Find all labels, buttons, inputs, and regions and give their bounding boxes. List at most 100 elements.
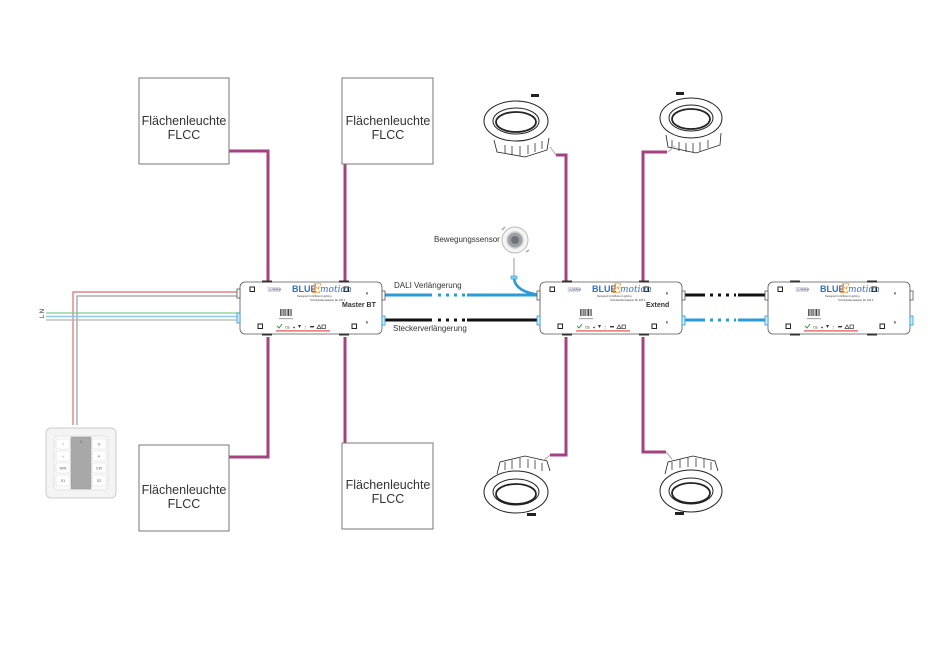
switch-button-s2[interactable] (91, 474, 107, 487)
downlight-clip (531, 94, 539, 97)
controller-name: Extend (646, 302, 669, 309)
panel-luminaire-label: Flächenleuchte (346, 114, 431, 128)
wire-mains-gray (76, 295, 240, 425)
emotion-e-logo: E (611, 282, 622, 297)
panel-luminaire-type: FLCC (168, 497, 201, 511)
downlight (483, 454, 551, 516)
emotion-e-logo: E (839, 282, 850, 297)
port-in-1 (764, 290, 769, 301)
downlight-reflector (495, 483, 537, 505)
panel-luminaire-label: Flächenleuchte (346, 478, 431, 492)
downlight (659, 92, 723, 154)
switch-button-on[interactable] (55, 438, 71, 450)
motion-logo: motion (848, 285, 880, 295)
panel-luminaire-type: FLCC (372, 128, 405, 142)
panel-luminaire: Flächenleuchte FLCC (138, 77, 230, 165)
switch-button-label: CW (96, 467, 103, 471)
panel-luminaire-box (341, 77, 434, 165)
controller-extend-2: LUXERNA BLUE E motion Designed for Effic… (764, 280, 914, 336)
downlight-cable (665, 451, 673, 460)
wire-downlight-bottom-2 (641, 337, 666, 454)
sensor-clips (501, 226, 530, 253)
sensor-lens-inner (511, 236, 519, 244)
switch-button-s1[interactable] (55, 474, 71, 487)
downlight-heatsink (664, 455, 719, 475)
downlight (483, 94, 557, 158)
switch-button-bright[interactable] (91, 450, 107, 462)
panel-luminaire-label: Flächenleuchte (142, 114, 227, 128)
port-mains (236, 288, 241, 299)
switch-button-label: WW (60, 467, 67, 471)
switch-button-off[interactable] (91, 438, 107, 450)
wire-mains-red (72, 291, 240, 425)
wire-flcc-bottom-right (343, 337, 352, 449)
plug-extension-label: Steckerverlängerung (393, 324, 467, 333)
downlight (659, 451, 723, 515)
switch-button-cw[interactable] (91, 462, 107, 474)
dali-extension-label: DALI Verlängerung (394, 281, 462, 290)
wire-flcc-bottom-left (227, 337, 270, 459)
wire-sensor-dali (512, 278, 541, 297)
port-bus (236, 312, 241, 324)
wire-flcc-top-right (343, 149, 352, 282)
downlight-heatsink (493, 137, 550, 158)
controller-subtitle: Designed for Efficient Lighting (597, 294, 632, 298)
downlight-cable (542, 454, 551, 462)
motion-sensor (501, 226, 530, 254)
luxerna-logo: LUXERNA (797, 288, 810, 292)
panel-luminaire-box (341, 442, 434, 530)
controller-subtitle-2: Schnittstellenadapter Bu 4/M 4 (310, 298, 346, 302)
port-dali-in (536, 290, 541, 301)
switch-button-ww[interactable] (55, 462, 71, 474)
port-plug-out (381, 315, 386, 326)
downlight-clip (527, 513, 536, 516)
switch-button-label: I (63, 443, 64, 447)
blue-logo: BLUE (820, 284, 845, 294)
motion-logo: motion (320, 285, 352, 295)
downlight-fins (504, 458, 543, 471)
panel-luminaire: Flächenleuchte FLCC (341, 77, 434, 165)
svg-text:1: 1 (80, 439, 83, 444)
controller-subtitle: Designed for Efficient Lighting (297, 294, 332, 298)
downlight-fins (671, 457, 712, 470)
panel-luminaire-label: Flächenleuchte (142, 483, 227, 497)
switch-button-label: S1 (61, 479, 65, 483)
downlight-heatsink (665, 132, 722, 154)
downlight-heatsink (496, 455, 551, 475)
motion-logo: motion (620, 285, 652, 295)
port-in-2 (764, 315, 769, 326)
switch-buttons-left: I ☼ WW S1 (55, 438, 71, 487)
controller-subtitle-2: Schnittstellenadapter Bu 4/M 4 (838, 298, 874, 302)
wall-switch: 1 I ☼ WW S1 O ☀ CW S2 (45, 427, 117, 499)
wire-downlight-top-1 (556, 153, 568, 282)
downlight-cable (549, 146, 557, 156)
panel-luminaire-box (138, 77, 230, 165)
controller-subtitle: Designed for Efficient Lighting (825, 294, 860, 298)
blue-logo: BLUE (292, 284, 317, 294)
panel-luminaire-box (138, 444, 230, 532)
luxerna-logo: LUXERNA (269, 288, 282, 292)
switch-button-dim[interactable] (55, 450, 71, 462)
downlight-reflector (671, 108, 711, 130)
controller-master: LUXERNA BLUE E motion Designed for Effic… (236, 280, 386, 336)
extension-wires (382, 258, 768, 322)
port-out-2 (909, 315, 914, 326)
controller-name: Master BT (342, 302, 377, 309)
switch-button-label: O (98, 443, 101, 447)
port-plug-in (536, 315, 541, 326)
switch-button-label: ☼ (61, 455, 64, 459)
downlight-reflector (495, 111, 537, 133)
switch-button-label: ☀ (97, 455, 101, 459)
switch-center-strip (70, 436, 92, 490)
port-dali-out (381, 290, 386, 301)
switch-buttons-right: O ☀ CW S2 (91, 438, 107, 487)
sensor-plug (510, 275, 518, 280)
downlight-clip (675, 512, 684, 515)
wire-flcc-top-left (227, 149, 270, 282)
wire-downlight-top-2 (641, 150, 667, 282)
emotion-e-logo: E (311, 282, 322, 297)
panel-luminaire: Flächenleuchte FLCC (138, 444, 230, 532)
downlight-reflector (671, 482, 711, 504)
mains-terminal-label: L N (40, 309, 46, 318)
